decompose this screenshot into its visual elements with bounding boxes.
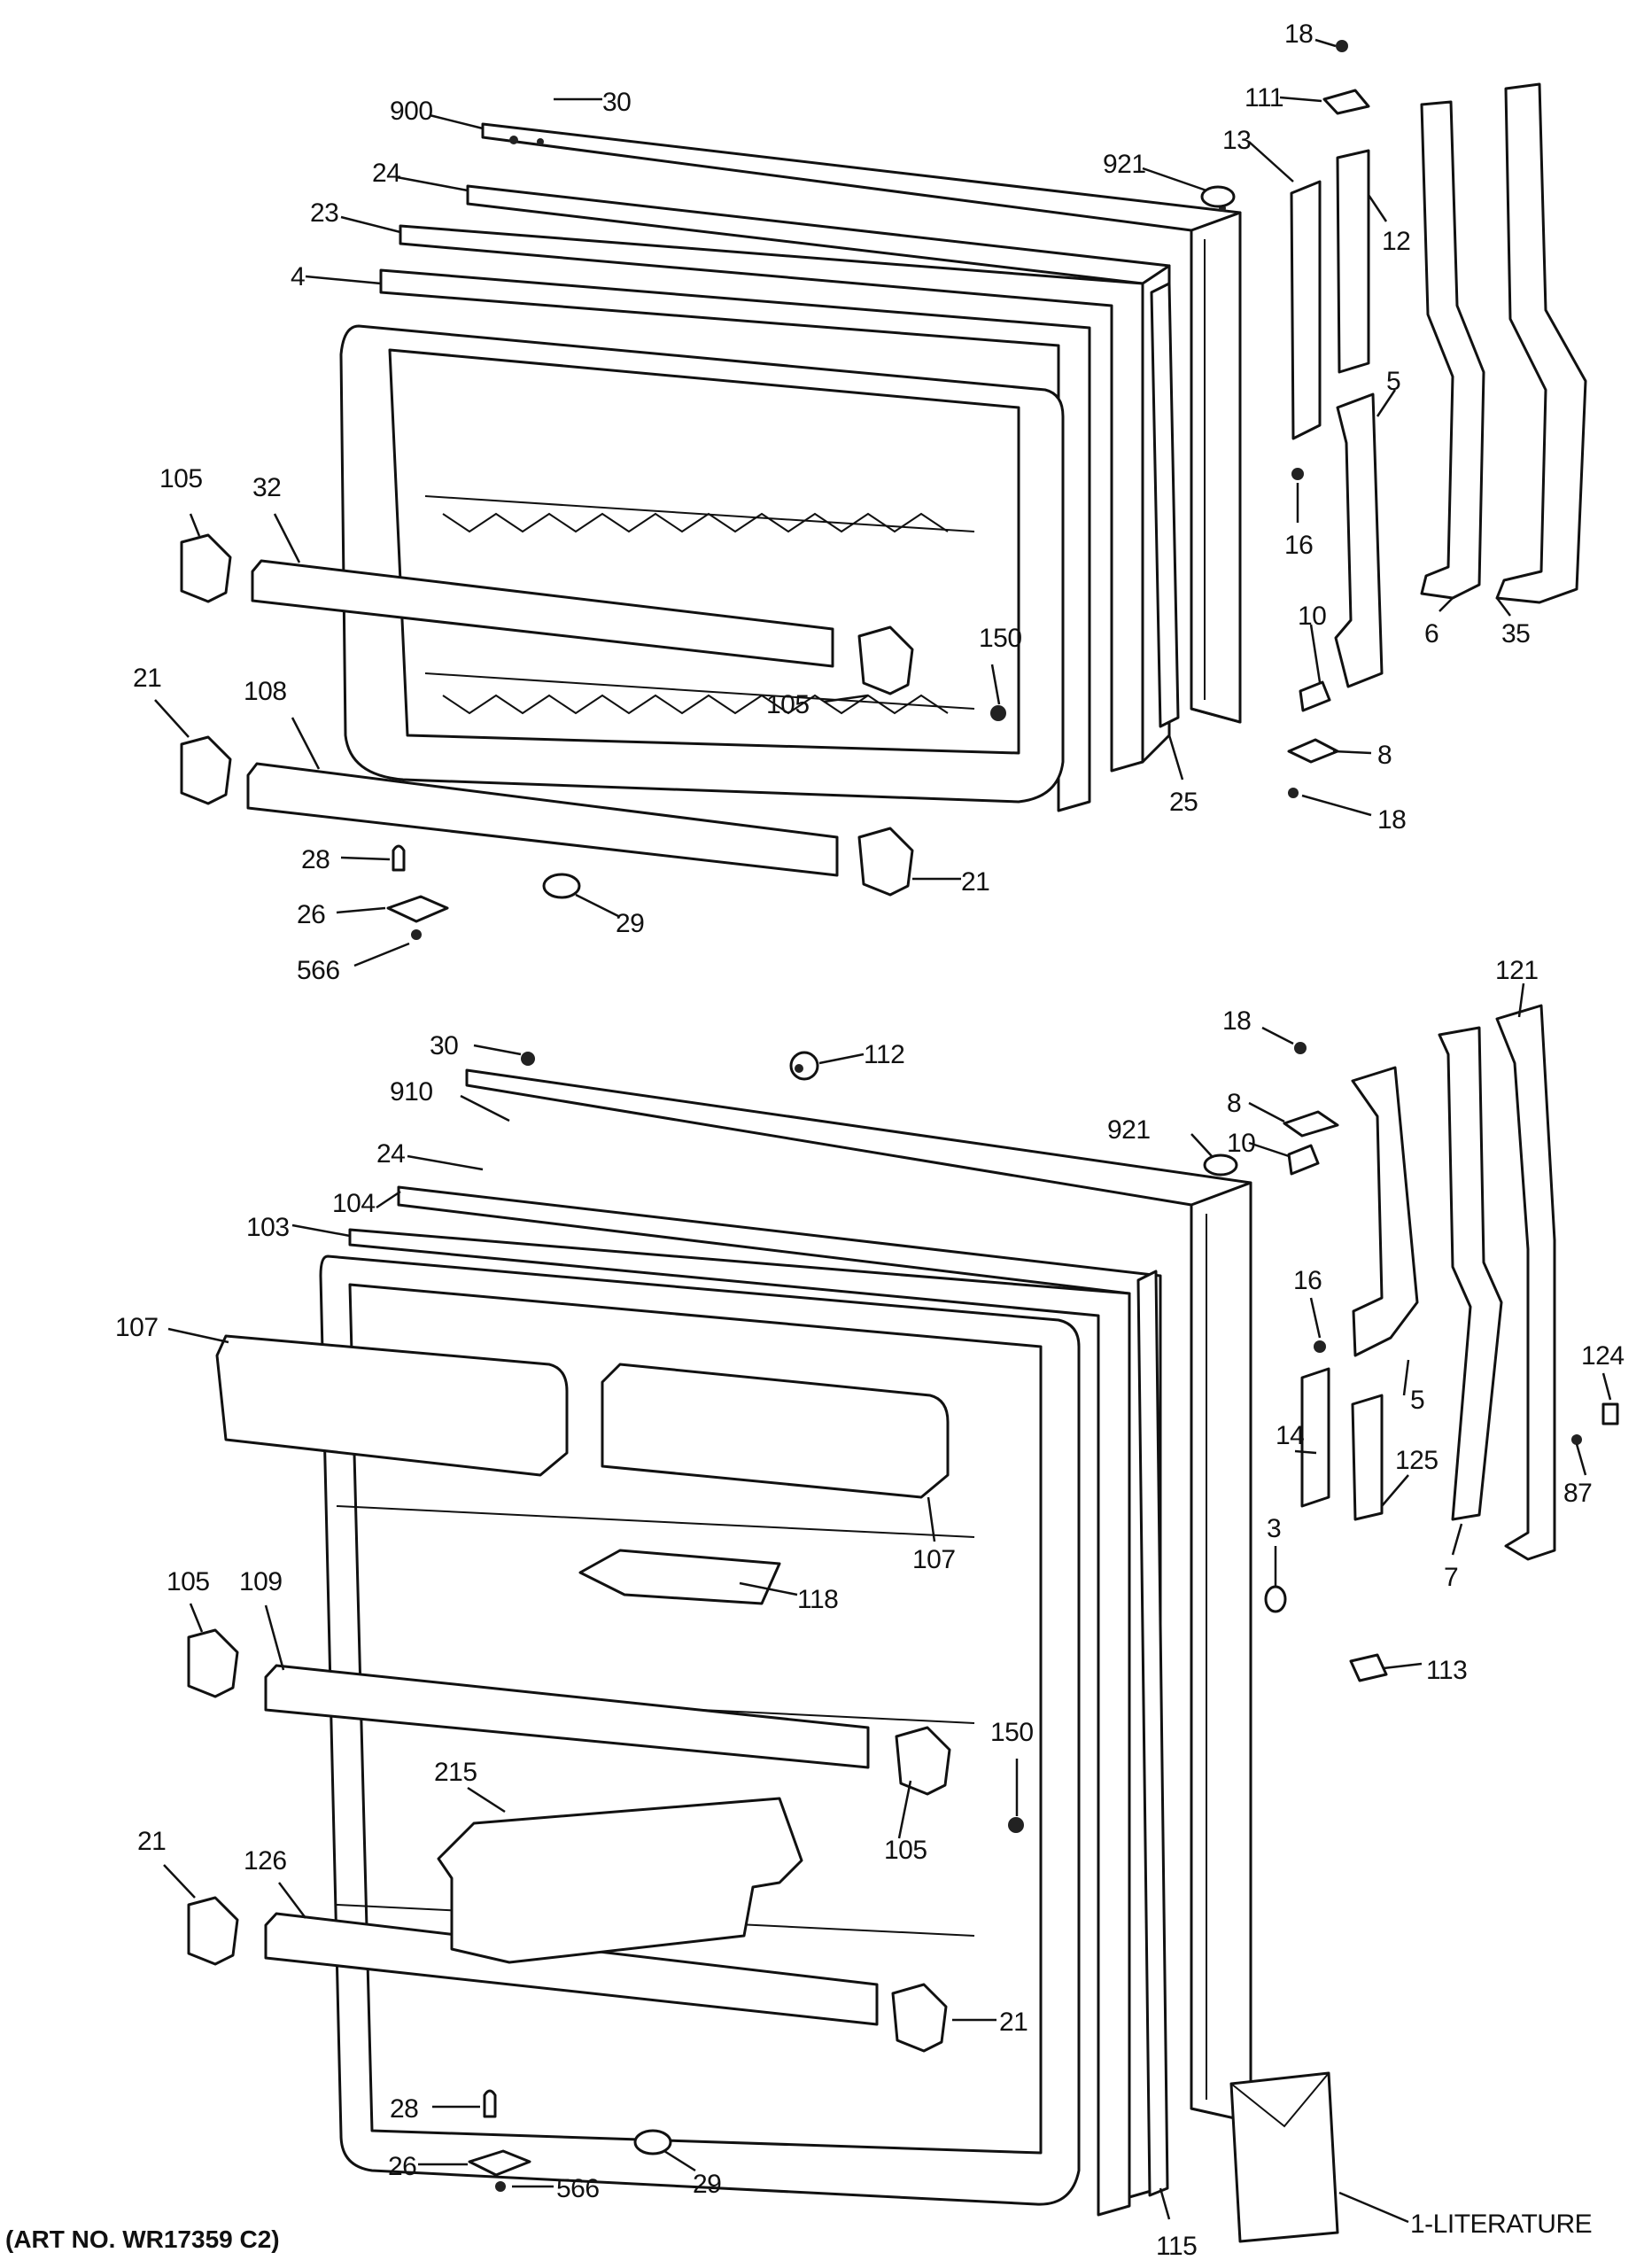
callout-108: 108	[244, 677, 287, 706]
callout-30: 30	[430, 1031, 458, 1060]
callout-29: 29	[616, 909, 644, 938]
callout-28: 28	[390, 2094, 418, 2124]
callout-14: 14	[1276, 1421, 1304, 1450]
callout-105: 105	[167, 1567, 210, 1596]
callout-6: 6	[1424, 619, 1438, 649]
callout-5: 5	[1386, 367, 1400, 396]
fresh-food-door-bins	[215, 1334, 950, 1499]
callout-26: 26	[388, 2152, 416, 2181]
callout-4: 4	[291, 262, 305, 291]
callout-10: 10	[1227, 1129, 1255, 1158]
callout-5: 5	[1410, 1386, 1424, 1415]
fresh-food-cap-plug	[1203, 1153, 1238, 1177]
freezer-shelf-bar-lower	[246, 762, 839, 877]
callout-29: 29	[693, 2170, 721, 2199]
callout-107: 107	[912, 1545, 956, 1574]
fresh-food-shelf-bar-upper	[264, 1664, 870, 1769]
fresh-food-shelf-bar-lower	[264, 1912, 879, 2026]
callout-566: 566	[297, 956, 340, 985]
freezer-side-strip	[1150, 282, 1180, 728]
fresh-food-door-gasket	[348, 1185, 1162, 2217]
freezer-cap-plug	[1200, 185, 1236, 208]
callout-105: 105	[766, 690, 810, 719]
callout-18: 18	[1377, 805, 1406, 835]
callout-87: 87	[1563, 1479, 1592, 1508]
fresh-food-small-hardware	[468, 1051, 1024, 2192]
callout-921: 921	[1107, 1115, 1151, 1145]
callout-115: 115	[1156, 2232, 1197, 2261]
callout-21: 21	[133, 664, 161, 693]
literature-envelope	[1229, 2071, 1339, 2243]
callout-150: 150	[990, 1718, 1034, 1747]
callout-105: 105	[159, 464, 203, 493]
freezer-outer-door-panel	[481, 122, 1242, 724]
callout-105: 105	[884, 1836, 927, 1865]
callout-26: 26	[297, 900, 325, 929]
callout-921: 921	[1103, 150, 1146, 179]
callout-18: 18	[1284, 19, 1313, 49]
callout-16: 16	[1284, 531, 1313, 560]
callout-215: 215	[434, 1758, 477, 1787]
freezer-door-assembly	[180, 40, 1587, 940]
callout-109: 109	[239, 1567, 283, 1596]
freezer-handles	[1420, 82, 1587, 604]
callout-104: 104	[332, 1189, 376, 1218]
callout-118: 118	[797, 1585, 838, 1614]
callout-112: 112	[864, 1040, 904, 1069]
callout-125: 125	[1395, 1446, 1438, 1475]
callout-23: 23	[310, 198, 338, 228]
callout-24: 24	[372, 159, 400, 188]
fresh-food-tray	[578, 1549, 781, 1605]
fresh-food-side-strip	[1136, 1270, 1169, 2197]
leader-lines	[154, 38, 1612, 2224]
freezer-hinge-parts	[1287, 40, 1384, 798]
freezer-inner-liner	[339, 324, 1065, 804]
callout-10: 10	[1298, 602, 1326, 631]
callout-124: 124	[1581, 1341, 1625, 1371]
art-number-caption: (ART NO. WR17359 C2)	[5, 2225, 280, 2253]
freezer-breaker-strip	[379, 268, 1091, 812]
callout-13: 13	[1222, 126, 1251, 155]
callout-25: 25	[1169, 788, 1198, 817]
callout-35: 35	[1501, 619, 1530, 649]
callout-8: 8	[1377, 741, 1392, 770]
callout-107: 107	[115, 1313, 159, 1342]
callout-3: 3	[1267, 1514, 1281, 1543]
callout-566: 566	[556, 2174, 600, 2203]
callout-21: 21	[137, 1827, 166, 1856]
callout-28: 28	[301, 845, 330, 874]
fresh-food-hinge-parts	[1264, 1042, 1619, 1682]
freezer-shelf-caps	[180, 533, 914, 897]
callout-150: 150	[979, 624, 1022, 653]
callout-8: 8	[1227, 1089, 1241, 1118]
callout-16: 16	[1293, 1266, 1322, 1295]
fresh-food-handles	[1438, 1004, 1556, 1561]
callout-24: 24	[376, 1139, 405, 1169]
callout-labels: 18 111 900 30 24 921 13 12 23 4 5 16 105…	[115, 19, 1625, 2261]
callout-32: 32	[252, 473, 281, 502]
fresh-food-shelf-caps	[187, 1628, 951, 2053]
callout-literature: 1-LITERATURE	[1410, 2210, 1592, 2239]
callout-7: 7	[1444, 1563, 1458, 1592]
callout-18: 18	[1222, 1006, 1251, 1036]
freezer-small-hardware	[386, 705, 1006, 940]
callout-111: 111	[1245, 83, 1283, 113]
freezer-shelf-bar-upper	[251, 559, 834, 668]
fresh-food-deep-bin	[437, 1797, 803, 1964]
callout-30: 30	[602, 88, 631, 117]
callout-113: 113	[1426, 1656, 1467, 1685]
fresh-food-door-assembly	[187, 1004, 1619, 2243]
callout-12: 12	[1382, 227, 1410, 256]
callout-21: 21	[999, 2008, 1028, 2037]
callout-21: 21	[961, 867, 989, 897]
callout-910: 910	[390, 1077, 433, 1107]
callout-121: 121	[1495, 956, 1539, 985]
callout-126: 126	[244, 1846, 287, 1876]
callout-103: 103	[246, 1213, 290, 1242]
callout-900: 900	[390, 97, 433, 126]
